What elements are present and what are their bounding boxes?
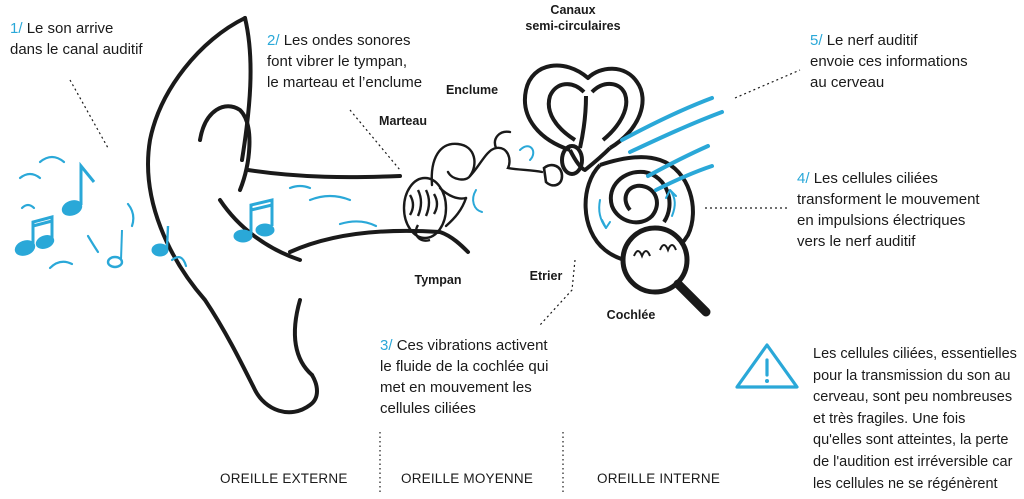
- eardrum-drawing: [402, 176, 448, 242]
- step-5-number: 5/: [810, 32, 823, 49]
- section-dividers: [379, 432, 564, 492]
- step-3-text: Ces vibrations activent le fluide de la …: [380, 337, 549, 417]
- step-4: 4/ Les cellules ciliées transforment le …: [797, 168, 1017, 252]
- auditory-nerve-drawing: [620, 96, 724, 192]
- step-1-text: Le son arrive dans le canal auditif: [10, 20, 143, 58]
- music-notes-drawing: [14, 161, 275, 269]
- step-1: 1/ Le son arrive dans le canal auditif: [10, 18, 190, 60]
- warning-text: Les cellules ciliées, essentielles pour …: [813, 346, 1017, 499]
- section-oreille-interne: OREILLE INTERNE: [597, 471, 721, 486]
- ear-canal-drawing: [246, 168, 470, 254]
- stirrup-drawing: [542, 163, 564, 187]
- step-3-number: 3/: [380, 337, 393, 354]
- label-cochlee: Cochlée: [606, 308, 656, 322]
- sound-waves-drawing: [18, 155, 378, 270]
- step-5-text: Le nerf auditif envoie ces informations …: [810, 32, 968, 91]
- step-2-number: 2/: [267, 32, 280, 49]
- step-4-number: 4/: [797, 170, 810, 187]
- outer-ear-drawing: [146, 16, 319, 415]
- label-canaux-semi-circulaires: Canaux semi-circulaires: [525, 3, 621, 33]
- label-tympan: Tympan: [414, 273, 462, 287]
- step-2-text: Les ondes sonores font vibrer le tympan,…: [267, 32, 423, 91]
- leader-lines: [69, 69, 801, 326]
- section-oreille-externe: OREILLE EXTERNE: [220, 471, 348, 486]
- ossicles-drawing: [430, 130, 544, 228]
- step-2: 2/ Les ondes sonores font vibrer le tymp…: [267, 30, 467, 93]
- cochlea-drawing: [583, 155, 695, 264]
- step-1-number: 1/: [10, 20, 23, 37]
- warning-triangle-icon: [735, 343, 799, 389]
- step-4-text: Les cellules ciliées transforment le mou…: [797, 170, 980, 250]
- label-enclume: Enclume: [445, 83, 499, 97]
- step-5: 5/ Le nerf auditif envoie ces informatio…: [810, 30, 1010, 93]
- step-3: 3/ Ces vibrations activent le fluide de …: [380, 335, 580, 419]
- label-etrier: Etrier: [529, 269, 563, 283]
- semicircular-canals-drawing: [522, 63, 645, 176]
- label-marteau: Marteau: [379, 114, 427, 128]
- fluid-arrows-drawing: [472, 145, 677, 229]
- magnifier-drawing: [620, 225, 711, 317]
- section-oreille-moyenne: OREILLE MOYENNE: [401, 471, 534, 486]
